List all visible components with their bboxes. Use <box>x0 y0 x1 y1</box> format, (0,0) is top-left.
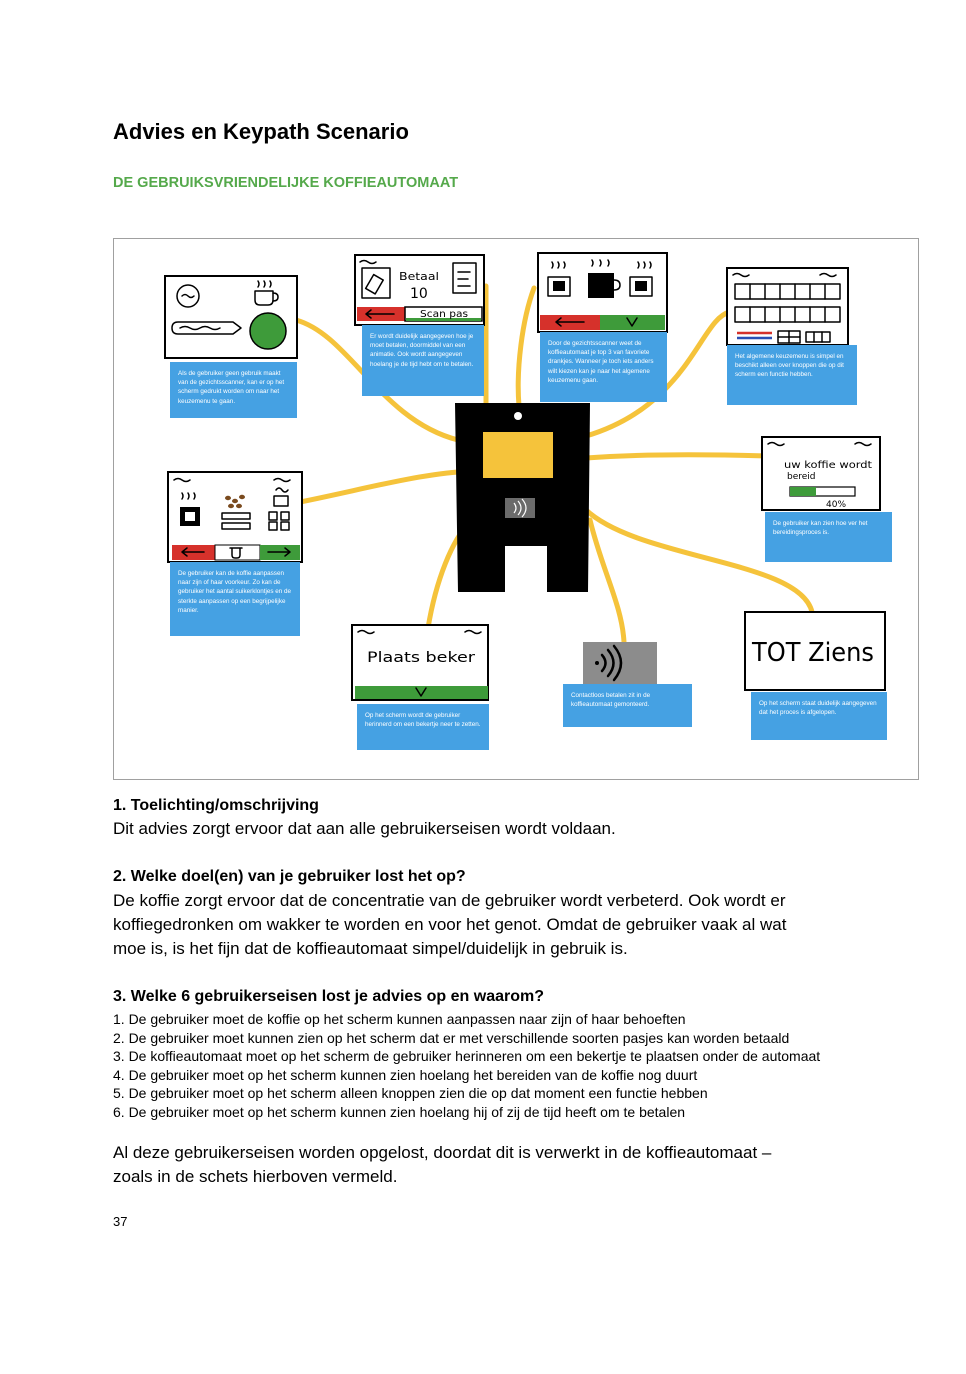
list-item: 1. De gebruiker moet de koffie op het sc… <box>113 1011 686 1027</box>
start-button-icon <box>249 312 287 350</box>
connector-goodbye-screen <box>583 507 815 615</box>
menu-pointer-icon <box>171 321 242 335</box>
contactless-icon <box>505 498 535 518</box>
payment-amount: 10 <box>410 286 428 302</box>
options-icon <box>805 331 831 343</box>
arrow-left-icon <box>181 547 205 557</box>
note-start-screen: Als de gebruiker geen gebruik maakt van … <box>170 362 297 418</box>
favorite-drink-3-icon <box>629 276 653 297</box>
coffee-machine <box>455 403 590 592</box>
favorite-drink-2-icon <box>588 273 621 298</box>
section-1-text: Dit advies zorgt ervoor dat aan alle geb… <box>113 817 616 841</box>
machine-screen <box>483 432 553 478</box>
note-place-cup-screen: Op het scherm wordt de gebruiker herinne… <box>357 704 489 750</box>
paragraph-line: Al deze gebruikerseisen worden opgelost,… <box>113 1143 772 1162</box>
note-customize-screen: De gebruiker kan de koffie aanpassen naa… <box>170 562 300 636</box>
page-number: 37 <box>113 1214 128 1229</box>
note-progress-screen: De gebruiker kan zien hoe ver het bereid… <box>765 512 892 562</box>
grid-icon <box>777 330 801 344</box>
paragraph-line: moe is, is het fijn dat de koffieautomaa… <box>113 939 628 958</box>
section-2-text: De koffie zorgt ervoor dat de concentrat… <box>113 889 786 961</box>
payment-title: Betaal <box>399 270 439 283</box>
progress-bar-fill <box>790 487 816 496</box>
paragraph-line: koffiegedronken om wakker te worden en v… <box>113 915 787 934</box>
section-3-heading: 3. Welke 6 gebruikerseisen lost je advie… <box>113 988 544 1005</box>
favorite-drink-1-icon <box>547 276 571 297</box>
page-title: Advies en Keypath Scenario <box>113 119 409 144</box>
check-icon <box>626 317 638 327</box>
menu-row-2 <box>734 306 841 323</box>
connector-customize-screen <box>297 469 461 505</box>
note-general-menu: Het algemene keuzemenu is simpel en besc… <box>727 345 857 405</box>
progress-percent: 40% <box>826 500 846 510</box>
list-item: 3. De koffieautomaat moet op het scherm … <box>113 1048 821 1065</box>
section-2-heading: 2. Welke doel(en) van je gebruiker lost … <box>113 868 466 885</box>
connector-nfc-reader <box>587 517 627 645</box>
contactless-payment-icon <box>595 644 623 682</box>
confirm-button <box>600 315 665 330</box>
paragraph-line: De koffie zorgt ervoor dat de concentrat… <box>113 891 786 910</box>
paragraph-line: Dit advies zorgt ervoor dat aan alle geb… <box>113 819 616 838</box>
section-1-heading: 1. Toelichting/omschrijving <box>113 797 319 814</box>
coffee-strength-icon <box>180 492 200 526</box>
place-cup-label: Plaats beker <box>367 650 475 666</box>
keypath-sketch-figure: Betaal 10 Scan pas <box>113 238 919 780</box>
scan-pass-label: Scan pas <box>420 309 468 320</box>
note-contactless-reader: Contactloos betalen zit in de koffieauto… <box>563 684 692 727</box>
sugar-cubes-icon <box>268 487 290 531</box>
paragraph-line: zoals in de schets hierboven vermeld. <box>113 1167 398 1186</box>
list-item: 6. De gebruiker moet op het scherm kunne… <box>113 1103 686 1120</box>
info-icon <box>452 262 477 294</box>
coffee-cup-icon <box>254 280 279 306</box>
requirements-list: 1. De gebruiker moet de koffie op het sc… <box>113 1010 820 1122</box>
sketch-payment-screen: Betaal 10 Scan pas <box>354 254 485 326</box>
connector-progress-screen <box>583 452 769 461</box>
progress-text-line1: uw koffie wordt <box>784 460 872 471</box>
list-item: 2. De gebruiker moet kunnen zien op het … <box>113 1029 790 1046</box>
coffee-beans-icon <box>221 494 251 530</box>
conclusion-text: Al deze gebruikerseisen worden opgelost,… <box>113 1141 771 1189</box>
coffee-machine-diagram: Betaal 10 Scan pas <box>164 252 886 701</box>
list-item: 4. De gebruiker moet op het scherm kunne… <box>113 1066 698 1083</box>
contactless-reader <box>583 642 657 684</box>
connector-lines <box>293 283 815 645</box>
sketch-start-screen <box>164 275 298 359</box>
arrow-left-icon <box>365 309 395 319</box>
page-subtitle: DE GEBRUIKSVRIENDELIJKE KOFFIEAUTOMAAT <box>113 175 459 191</box>
note-favorites-screen: Door de gezichtsscanner weet de koffieau… <box>540 332 667 402</box>
note-payment-screen: Er wordt duidelijk aangegeven hoe je moe… <box>362 325 484 396</box>
connector-menu-screen <box>583 309 733 439</box>
goodbye-label: TOT Ziens <box>751 638 874 668</box>
face-scanner-icon <box>514 412 522 420</box>
connector-favorites-screen <box>515 285 537 409</box>
sketch-favorites-screen <box>537 252 668 333</box>
menu-row-1 <box>734 283 841 300</box>
payment-card-icon <box>361 267 391 299</box>
sketch-customize-screen <box>167 471 303 563</box>
machine-body <box>455 403 590 592</box>
speech-bubble-icon <box>176 284 200 308</box>
sketch-general-menu <box>726 267 849 346</box>
check-icon <box>415 687 427 697</box>
sketch-goodbye-screen: TOT Ziens <box>744 611 886 691</box>
arrow-left-icon <box>555 317 585 327</box>
note-goodbye-screen: Op het scherm staat duidelijk aangegeven… <box>751 692 887 740</box>
sketch-progress-screen: uw koffie wordt bereid 40% <box>761 436 881 511</box>
list-item: 5. De gebruiker moet op het scherm allee… <box>113 1085 708 1102</box>
cup-icon <box>229 547 243 559</box>
arrow-right-icon <box>267 547 291 557</box>
sketch-place-cup-screen: Plaats beker <box>351 624 489 701</box>
progress-text-line2: bereid <box>787 472 816 482</box>
confirm-button <box>355 686 488 699</box>
